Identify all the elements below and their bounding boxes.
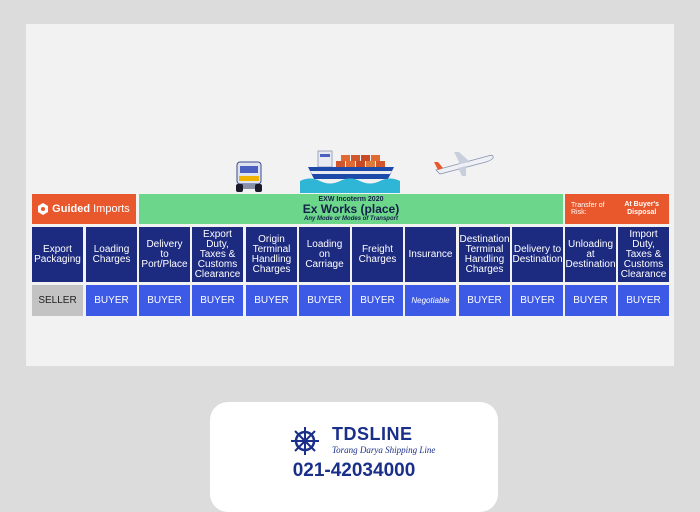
column-header: Export Packaging: [32, 227, 83, 282]
cargo-ship-icon: [300, 150, 400, 193]
column-header: Loading on Carriage: [299, 227, 350, 282]
tdsline-logo: TDSLINE Torang Darya Shipping Line: [288, 424, 435, 458]
responsibility-cell: BUYER: [299, 285, 350, 316]
column-header: Destination Terminal Handling Charges: [459, 227, 510, 282]
risk-label: Transfer of Risk:: [571, 202, 605, 216]
incoterm-subtitle: Any Mode or Modes of Transport: [304, 216, 398, 222]
logo-light-text: Imports: [93, 203, 130, 215]
responsibility-cell: BUYER: [459, 285, 510, 316]
ship-wheel-icon: [291, 427, 319, 455]
responsibility-cell: BUYER: [512, 285, 563, 316]
incoterm-year: EXW Incoterm 2020: [318, 196, 384, 203]
incoterm-title: Ex Works (place): [302, 202, 400, 216]
phone-number: 021-42034000: [292, 460, 416, 481]
column-header: Origin Terminal Handling Charges: [246, 227, 297, 282]
column-header: Unloading at Destination: [565, 227, 616, 282]
guided-imports-logo: Guided Imports: [32, 194, 136, 224]
risk-value: At Buyer's Disposal: [624, 201, 660, 216]
brand-tagline: Torang Darya Shipping Line: [332, 445, 436, 455]
company-card: TDSLINE Torang Darya Shipping Line 021-4…: [210, 402, 498, 512]
column-header: Delivery to Port/Place: [139, 227, 190, 282]
column-header: Loading Charges: [86, 227, 137, 282]
logo-bold-text: Guided: [52, 203, 91, 215]
brand-name: TDSLINE: [332, 424, 413, 444]
responsibility-cell: BUYER: [352, 285, 403, 316]
responsibility-cell: BUYER: [618, 285, 669, 316]
risk-transfer-box: Transfer of Risk: At Buyer's Disposal: [565, 194, 669, 224]
column-header: Import Duty, Taxes & Customs Clearance: [618, 227, 669, 282]
column-header: Freight Charges: [352, 227, 403, 282]
column-header: Insurance: [405, 227, 456, 282]
column-header: Export Duty, Taxes & Customs Clearance: [192, 227, 243, 282]
responsibility-cell-seller: SELLER: [32, 285, 83, 316]
logo-mark-icon: [38, 203, 49, 215]
truck-icon: [236, 161, 262, 192]
airplane-icon: [434, 152, 494, 176]
incoterm-banner: EXW Incoterm 2020 Ex Works (place) Any M…: [139, 194, 563, 224]
responsibility-cell: BUYER: [565, 285, 616, 316]
responsibility-cell: BUYER: [192, 285, 243, 316]
responsibility-cell: BUYER: [139, 285, 190, 316]
responsibility-cell: BUYER: [86, 285, 137, 316]
responsibility-cell: BUYER: [246, 285, 297, 316]
responsibility-cell-negotiable: Negotiable: [405, 285, 456, 316]
column-header: Delivery to Destination: [512, 227, 563, 282]
